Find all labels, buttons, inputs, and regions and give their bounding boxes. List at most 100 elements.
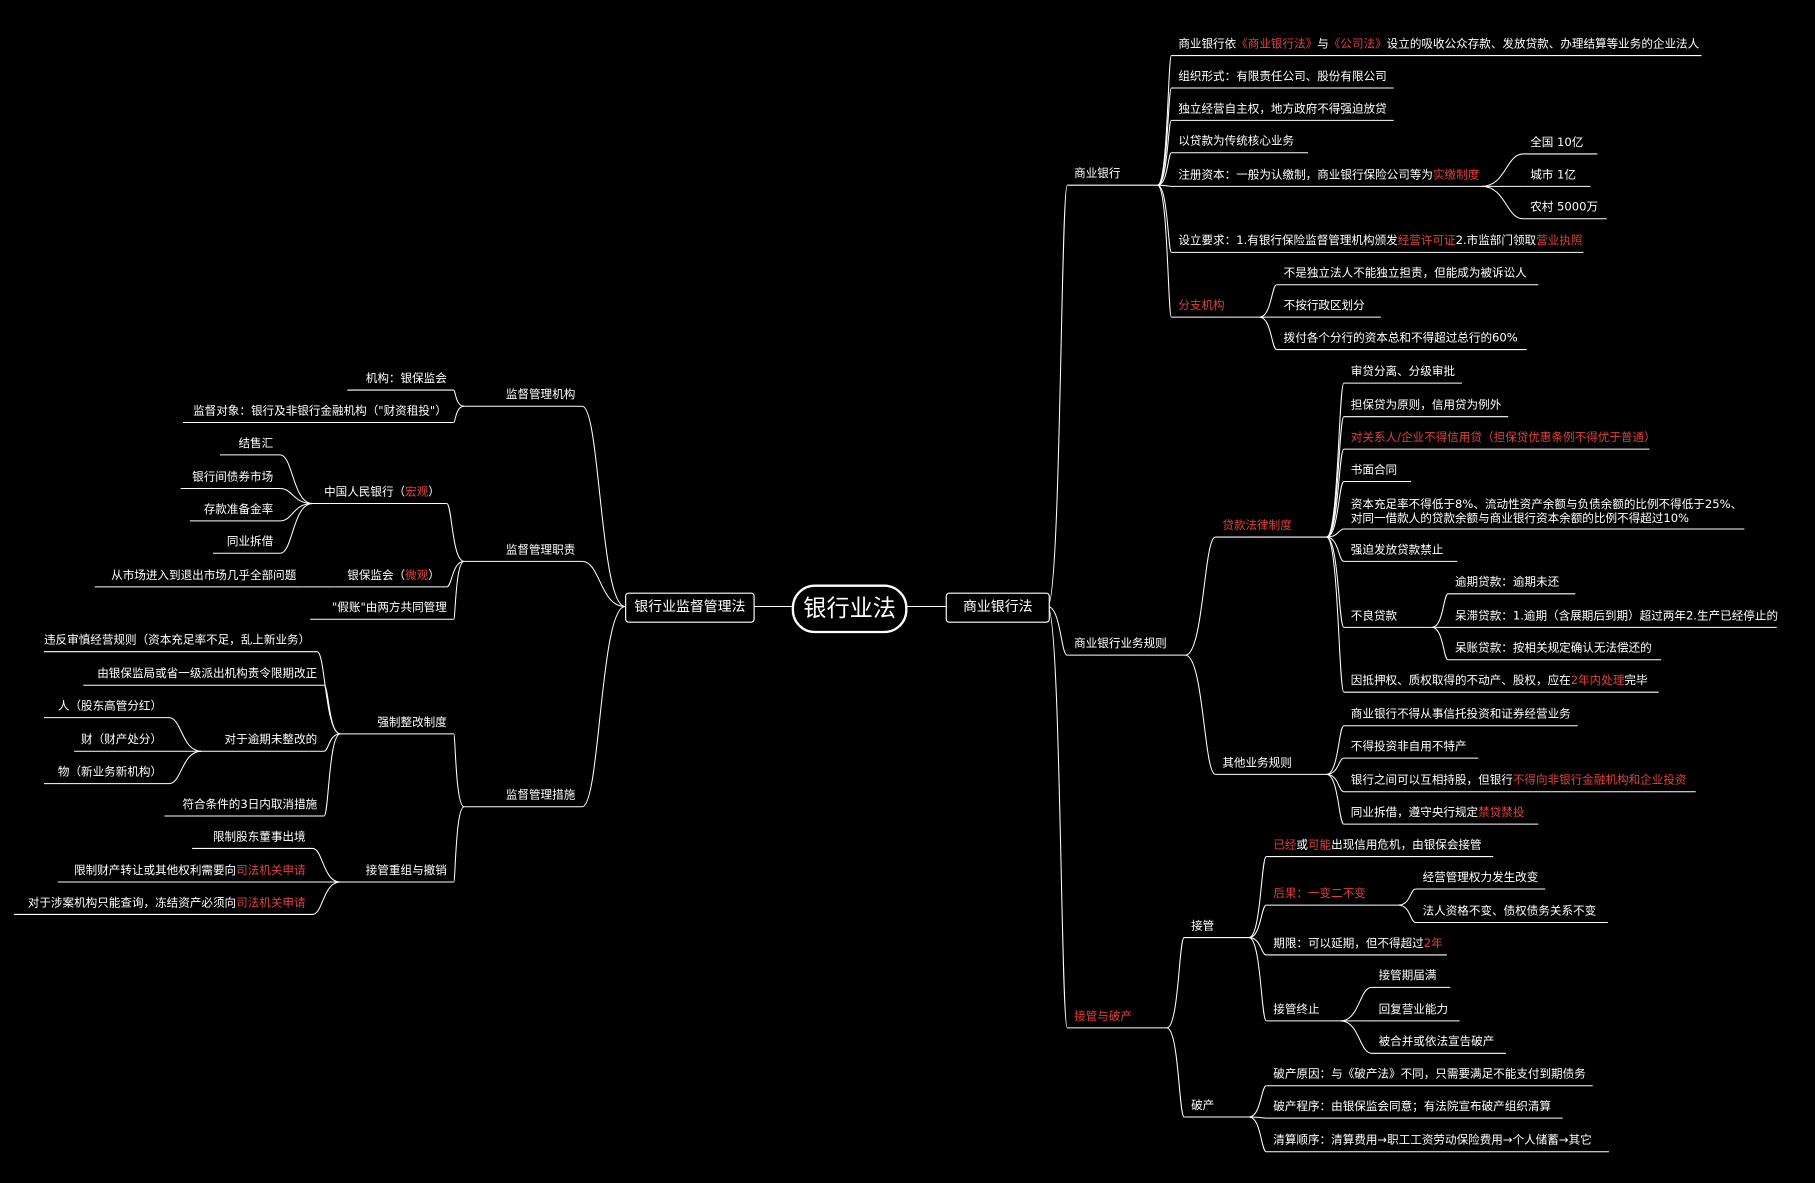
connector-line xyxy=(1340,1020,1372,1054)
node-r1-5b[interactable]: 城市 1亿 xyxy=(1530,168,1576,182)
connector-line xyxy=(1326,480,1345,538)
node-r3-1b2[interactable]: 法人资格不变、债权债务关系不变 xyxy=(1422,905,1597,918)
node-l3a4[interactable]: 符合条件的3日内取消措施 xyxy=(182,798,318,812)
node-r2-1g2[interactable]: 呆滞贷款：1.逾期（含展期后到期）超过两年2.生产已经停止的 xyxy=(1454,610,1779,623)
node-text-segment: 司法机关申请 xyxy=(236,897,306,910)
node-r2-1g[interactable]: 不良贷款 xyxy=(1350,610,1398,623)
node-r1-2[interactable]: 组织形式：有限责任公司、股份有限公司 xyxy=(1178,70,1387,84)
node-r1-5a[interactable]: 全国 10亿 xyxy=(1530,136,1584,150)
node-r3-1d[interactable]: 接管终止 xyxy=(1273,1003,1320,1017)
node-r2-1g3[interactable]: 呆账贷款：按相关规定确认无法偿还的 xyxy=(1454,642,1652,656)
node-l2a2[interactable]: 银行间债券市场 xyxy=(192,471,274,484)
node-r2-1c[interactable]: 对关系人/企业不得信用贷（担保贷优惠条例不得优于普通） xyxy=(1351,432,1656,446)
node-r2-1d[interactable]: 书面合同 xyxy=(1350,464,1398,477)
node-r2-2b[interactable]: 不得投资非自用不特产 xyxy=(1350,740,1467,754)
node-l2b1[interactable]: 从市场进入到退出市场几乎全部问题 xyxy=(111,569,297,583)
node-r2-2a[interactable]: 商业银行不得从事信托投资和证券经营业务 xyxy=(1350,708,1571,722)
node-r2-1a[interactable]: 审贷分离、分级审批 xyxy=(1350,365,1455,379)
node-r2-1g1[interactable]: 逾期贷款：逾期未还 xyxy=(1454,576,1560,590)
node-r1-5c[interactable]: 农村 5000万 xyxy=(1530,201,1599,215)
node-r1-7b[interactable]: 不按行政区划分 xyxy=(1283,299,1365,313)
connector-line xyxy=(1326,536,1345,562)
node-r1-7c[interactable]: 拨付各个分行的资本总和不得超过总行的60% xyxy=(1283,332,1518,345)
node-l1b[interactable]: 监督对象：银行及非银行金融机构（"财资租投"） xyxy=(193,405,447,418)
node-r2-2[interactable]: 其他业务规则 xyxy=(1222,757,1292,770)
node-l2a3[interactable]: 存款准备金率 xyxy=(203,503,274,517)
node-l1a[interactable]: 机构：银保监会 xyxy=(365,372,447,386)
node-r2-1h[interactable]: 因抵押权、质权取得的不动产、股权，应在2年内处理完毕 xyxy=(1351,675,1648,689)
node-r2-1f[interactable]: 强迫发放贷款禁止 xyxy=(1350,544,1444,557)
connector-line xyxy=(1157,184,1172,318)
node-r2-1[interactable]: 贷款法律制度 xyxy=(1222,519,1292,533)
node-r1-6[interactable]: 设立要求：1.有银行保险监督管理机构颁发经营许可证2.市监部门领取营业执照 xyxy=(1178,235,1582,249)
connector-line xyxy=(1157,87,1172,186)
branch-right-main[interactable]: 商业银行法 xyxy=(945,592,1050,623)
connector-line xyxy=(1047,184,1068,608)
node-r3-1b[interactable]: 后果：一变二不变 xyxy=(1273,888,1366,902)
node-l3a2[interactable]: 由银保监局或省一级派出机构责令限期改正 xyxy=(97,667,318,681)
node-l3a3a[interactable]: 人（股东高管分红） xyxy=(57,700,163,714)
connector-line xyxy=(581,405,626,608)
node-l3b3[interactable]: 对于涉案机构只能查询，冻结资产必须向司法机关申请 xyxy=(28,897,306,911)
node-r2-1e[interactable]: 资本充足率不得低于8%、流动性资产余额与负债余额的比例不得低于25%、对同一借款… xyxy=(1351,499,1742,527)
node-r3-1d1[interactable]: 接管期届满 xyxy=(1378,969,1437,983)
connector-line xyxy=(1157,119,1172,186)
root-node[interactable]: 银行业法 xyxy=(791,584,908,634)
connector-line xyxy=(581,606,626,808)
node-r3[interactable]: 接管与破产 xyxy=(1074,1010,1133,1024)
node-r3-1b1[interactable]: 经营管理权力发生改变 xyxy=(1422,871,1539,885)
node-l2a4[interactable]: 同业拆借 xyxy=(226,535,274,549)
node-text-segment: 设立的吸收公众存款、发放贷款、办理结算等业务的企业法人 xyxy=(1386,38,1700,51)
node-text-segment: 与 xyxy=(1317,38,1329,51)
node-l2[interactable]: 监督管理职责 xyxy=(505,544,576,557)
node-l3a1[interactable]: 违反审慎经营规则（资本充足率不足，乱上新业务） xyxy=(43,634,311,648)
node-l3b1[interactable]: 限制股东董事出境 xyxy=(212,831,306,844)
node-r1-7[interactable]: 分支机构 xyxy=(1178,299,1225,313)
node-r3-2a[interactable]: 破产原因：与《破产法》不同，只需要满足不能支付到期债务 xyxy=(1273,1068,1586,1082)
node-l2b[interactable]: 银保监会（微观） xyxy=(347,569,440,583)
node-l3a3c[interactable]: 物（新业务新机构） xyxy=(57,766,163,779)
node-text-segment: 或 xyxy=(1296,839,1308,852)
node-l3a[interactable]: 强制整改制度 xyxy=(377,716,447,730)
node-r3-1d2[interactable]: 回复营业能力 xyxy=(1378,1003,1449,1017)
connector-line xyxy=(1248,937,1267,1022)
node-r3-2c[interactable]: 清算顺序：清算费用→职工工资劳动保险费用→个人储蓄→其它 xyxy=(1273,1134,1592,1148)
node-r1-1[interactable]: 商业银行依《商业银行法》与《公司法》设立的吸收公众存款、发放贷款、办理结算等业务… xyxy=(1178,38,1699,52)
node-text-segment: 同业拆借，遵守央行规定 xyxy=(1350,806,1479,820)
node-r1-7a[interactable]: 不是独立法人不能独立担责，但能成为被诉讼人 xyxy=(1283,267,1527,281)
node-r3-1a[interactable]: 已经或可能出现信用危机，由银保会接管 xyxy=(1273,839,1481,853)
node-r3-2[interactable]: 破产 xyxy=(1191,1099,1215,1113)
connector-line xyxy=(1326,536,1345,628)
connector-line xyxy=(1248,856,1267,939)
node-l2a1[interactable]: 结售汇 xyxy=(238,437,274,451)
node-text-segment: （担保贷优惠条例不得优于普通） xyxy=(1482,431,1656,445)
node-l3a3b[interactable]: 财（财产处分） xyxy=(81,733,163,747)
node-l2c[interactable]: "假账"由两方共同管理 xyxy=(331,601,447,615)
node-r2-2d[interactable]: 同业拆借，遵守央行规定禁贷禁投 xyxy=(1351,807,1525,821)
connector-line xyxy=(1481,153,1524,187)
node-r3-1d3[interactable]: 被合并或依法宣告破产 xyxy=(1378,1035,1495,1049)
node-r2[interactable]: 商业银行业务规则 xyxy=(1074,637,1167,651)
node-l3[interactable]: 监督管理措施 xyxy=(505,789,576,803)
node-l2a[interactable]: 中国人民银行（宏观） xyxy=(324,486,440,500)
node-r1-5[interactable]: 注册资本：一般为认缴制，商业银行保险公司等为实缴制度 xyxy=(1178,169,1479,183)
node-l3b[interactable]: 接管重组与撤销 xyxy=(365,864,447,878)
node-r1-4[interactable]: 以贷款为传统核心业务 xyxy=(1178,135,1295,149)
node-l3b2[interactable]: 限制财产转让或其他权利需要向司法机关申请 xyxy=(74,865,306,879)
node-r3-2b[interactable]: 破产程序：由银保监会同意；有法院宣布破产组织清算 xyxy=(1273,1100,1552,1114)
node-text-segment: 宏观 xyxy=(405,486,429,499)
node-l1[interactable]: 监督管理机构 xyxy=(505,388,576,402)
node-text-segment: ） xyxy=(428,569,440,583)
node-l3a3[interactable]: 对于逾期未整改的 xyxy=(224,733,318,747)
branch-left-main[interactable]: 银行业监督管理法 xyxy=(625,592,755,623)
node-r3-1[interactable]: 接管 xyxy=(1191,920,1215,933)
node-r2-2c[interactable]: 银行之间可以互相持股，但银行不得向非银行金融机构和企业投资 xyxy=(1351,774,1687,788)
node-r1[interactable]: 商业银行 xyxy=(1074,167,1121,181)
node-text-segment: 商业银行依 xyxy=(1178,38,1237,51)
connector-line xyxy=(1326,773,1345,825)
connector-line xyxy=(582,560,626,608)
node-r1-3[interactable]: 独立经营自主权，地方政府不得强迫放贷 xyxy=(1178,103,1387,116)
node-r2-1b[interactable]: 担保贷为原则，信用贷为例外 xyxy=(1350,399,1502,413)
node-r3-1c[interactable]: 期限：可以延期，但不得超过2年 xyxy=(1273,938,1442,952)
